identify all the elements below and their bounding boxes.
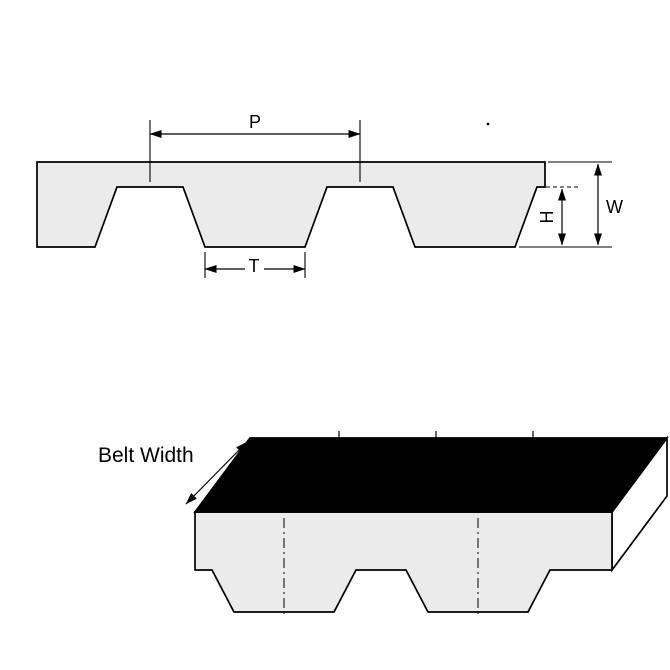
tooth-width-label: T	[249, 256, 260, 276]
pitch-dimension: P	[149, 112, 361, 182]
tooth-height-label: H	[537, 211, 557, 224]
belt-front-face	[194, 511, 613, 613]
belt-width-arrow	[185, 441, 248, 505]
tooth-width-label-mask	[245, 257, 264, 274]
cross-section-view: P T W H	[36, 112, 623, 278]
pitch-label: P	[249, 112, 261, 132]
belt-cross-section-profile	[36, 161, 546, 248]
belt-width-label: Belt Width	[98, 444, 194, 467]
perspective-view	[193, 431, 669, 618]
belt-thickness-dimension: W	[519, 161, 623, 248]
belt-width-annotation: Belt Width	[98, 441, 248, 505]
thickness-label: W	[606, 197, 623, 217]
tooth-width-dimension: T	[204, 252, 306, 278]
tooth-height-dimension: H	[537, 186, 578, 246]
stray-mark	[486, 122, 490, 126]
belt-top-face	[193, 437, 669, 513]
